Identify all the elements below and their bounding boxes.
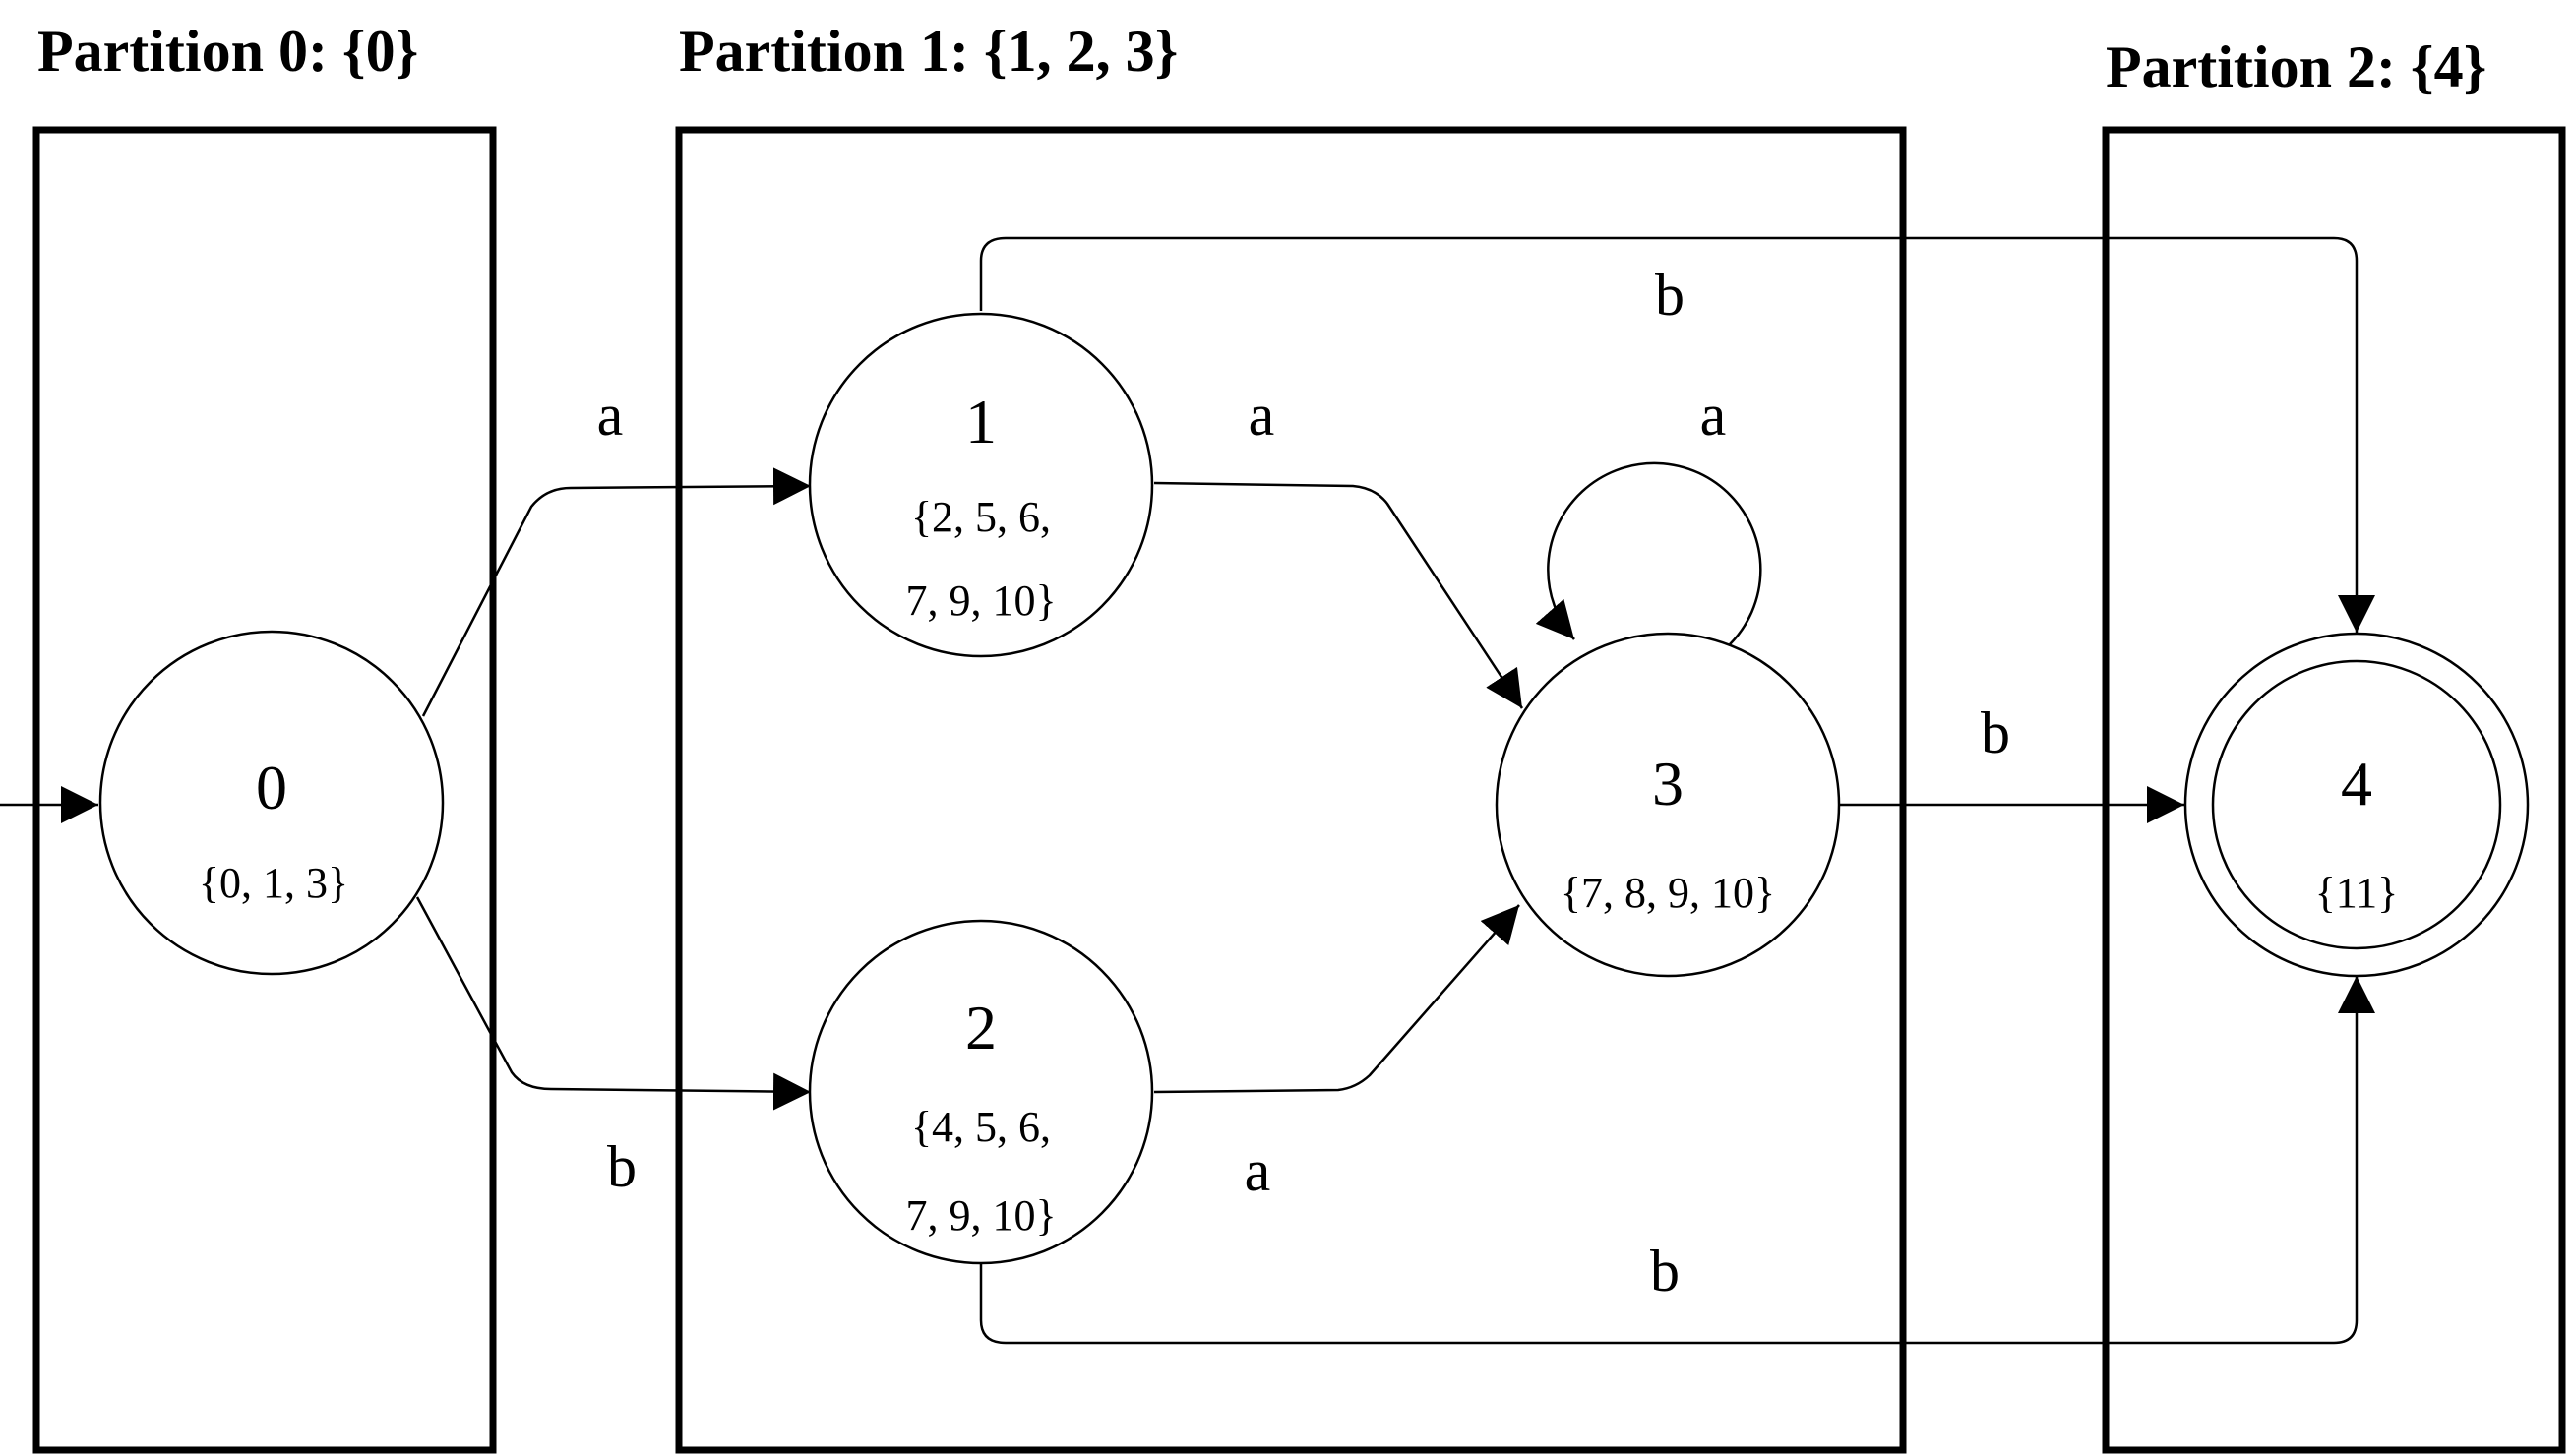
state-1-id: 1 (965, 387, 997, 456)
state-4-id: 4 (2341, 749, 2372, 819)
state-2-set-line1: {4, 5, 6, (911, 1103, 1051, 1151)
edge-label-0-1: a (597, 383, 624, 448)
partition-2-box (2102, 126, 2566, 1454)
partition-1-title: Partition 1: {1, 2, 3} (679, 19, 1178, 84)
state-4-set: {11} (2315, 869, 2399, 917)
edge-label-1-3: a (1249, 383, 1275, 448)
state-0-id: 0 (256, 753, 287, 822)
partition-0-title: Partition 0: {0} (37, 19, 418, 84)
edge-label-2-4: b (1650, 1239, 1680, 1304)
state-3: 3 {7, 8, 9, 10} (1495, 632, 1841, 978)
partition-0-box (32, 126, 497, 1454)
edge-label-0-2: b (607, 1134, 637, 1199)
state-3-set: {7, 8, 9, 10} (1561, 869, 1775, 917)
edge-2-3 (1153, 904, 1520, 1094)
state-0-set: {0, 1, 3} (199, 859, 348, 907)
state-0: 0 {0, 1, 3} (98, 630, 445, 976)
edge-label-3-4: b (1981, 700, 2010, 765)
edge-1-3 (1153, 481, 1524, 709)
edge-0-1 (421, 467, 812, 717)
edge-3-3-loop (1535, 461, 1762, 645)
partition-1-box (675, 126, 1907, 1454)
edge-label-2-3: a (1245, 1138, 1271, 1203)
accepting-ring (2211, 659, 2502, 950)
edge-label-1-4: b (1655, 263, 1685, 328)
state-2: 2 {4, 5, 6, 7, 9, 10} (808, 919, 1154, 1265)
edge-label-3-3: a (1700, 383, 1727, 448)
edge-2-4 (979, 976, 2375, 1345)
state-3-id: 3 (1652, 749, 1684, 819)
state-4: 4 {11} (2183, 632, 2530, 978)
state-2-id: 2 (965, 993, 997, 1062)
partition-2-title: Partition 2: {4} (2106, 34, 2486, 99)
state-1-set-line1: {2, 5, 6, (911, 493, 1051, 541)
edge-1-4 (979, 236, 2375, 633)
state-1-set-line2: 7, 9, 10} (905, 576, 1056, 625)
state-1: 1 {2, 5, 6, 7, 9, 10} (808, 312, 1154, 658)
edge-0-2 (415, 896, 812, 1111)
state-2-set-line2: 7, 9, 10} (905, 1191, 1056, 1240)
